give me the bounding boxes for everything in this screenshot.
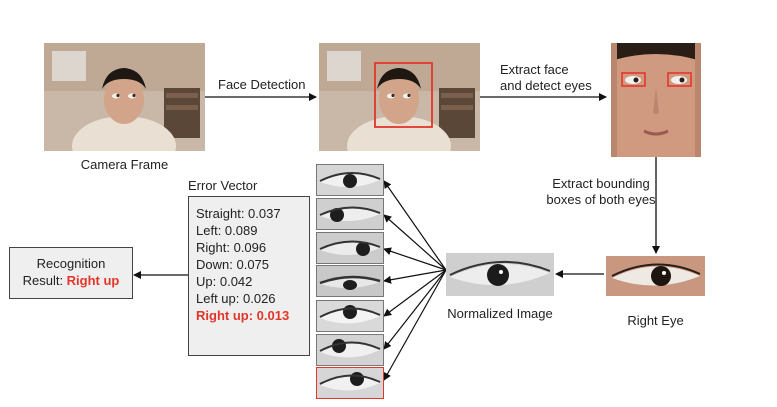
error-vector-item: Left up: 0.026 <box>196 291 276 306</box>
template-right-up <box>316 367 384 399</box>
eye-template-icon <box>317 165 383 195</box>
error-vector-title: Error Vector <box>188 178 258 193</box>
recognition-line2: Result: Right up <box>22 273 120 288</box>
error-vector-item: Straight: 0.037 <box>196 206 281 221</box>
recognition-result: Recognition Result: Right up <box>10 255 132 289</box>
extract-boxes-line1: Extract bounding <box>552 176 650 191</box>
eye-template-icon <box>317 368 383 398</box>
camera-frame-image <box>44 43 205 151</box>
template-left <box>316 198 384 230</box>
eye-photo-icon <box>606 256 705 296</box>
eye-template-icon <box>317 335 383 365</box>
face-with-eye-boxes-icon <box>611 43 701 157</box>
template-left-up <box>316 334 384 366</box>
template-straight <box>316 164 384 196</box>
eye-template-icon <box>317 199 383 229</box>
extract-boxes-label: Extract bounding boxes of both eyes <box>540 176 662 208</box>
template-down <box>316 265 384 297</box>
normalized-image-label: Normalized Image <box>447 306 553 321</box>
arrows-to-templates <box>383 180 447 381</box>
recognition-result-box: Recognition Result: Right up <box>9 247 133 299</box>
normalized-image <box>446 253 554 296</box>
error-vector-item: Left: 0.089 <box>196 223 258 238</box>
eye-template-icon <box>317 301 383 331</box>
error-vector-list: Straight: 0.037 Left: 0.089 Right: 0.096… <box>196 205 289 324</box>
error-vector-item: Down: 0.075 <box>196 257 270 272</box>
person-photo-icon <box>44 43 205 151</box>
extract-face-line1: Extract face <box>500 62 569 77</box>
template-up <box>316 300 384 332</box>
error-vector-item-highlighted: Right up: 0.013 <box>196 308 290 323</box>
error-vector-item: Up: 0.042 <box>196 274 253 289</box>
eye-template-icon <box>317 266 383 296</box>
face-detection-label: Face Detection <box>218 77 306 92</box>
eye-template-icon <box>317 233 383 263</box>
person-photo-with-face-box-icon <box>319 43 480 151</box>
grayscale-eye-icon <box>446 253 554 296</box>
recognition-value: Right up <box>66 273 120 288</box>
extract-face-line2: and detect eyes <box>500 78 592 93</box>
error-vector-item: Right: 0.096 <box>196 240 267 255</box>
face-bounding-box <box>374 62 433 128</box>
left-eye-box <box>621 72 646 87</box>
right-eye-label: Right Eye <box>627 313 684 328</box>
recognition-line1: Recognition <box>36 256 106 271</box>
face-crop-image <box>611 43 701 157</box>
face-detection-image <box>319 43 480 151</box>
extract-boxes-line2: boxes of both eyes <box>546 192 656 207</box>
template-right <box>316 232 384 264</box>
extract-face-label: Extract face and detect eyes <box>500 62 592 94</box>
right-eye-image <box>606 256 705 296</box>
right-eye-box <box>667 72 692 87</box>
camera-frame-label: Camera Frame <box>80 157 169 172</box>
error-vector-box: Straight: 0.037 Left: 0.089 Right: 0.096… <box>188 196 310 356</box>
